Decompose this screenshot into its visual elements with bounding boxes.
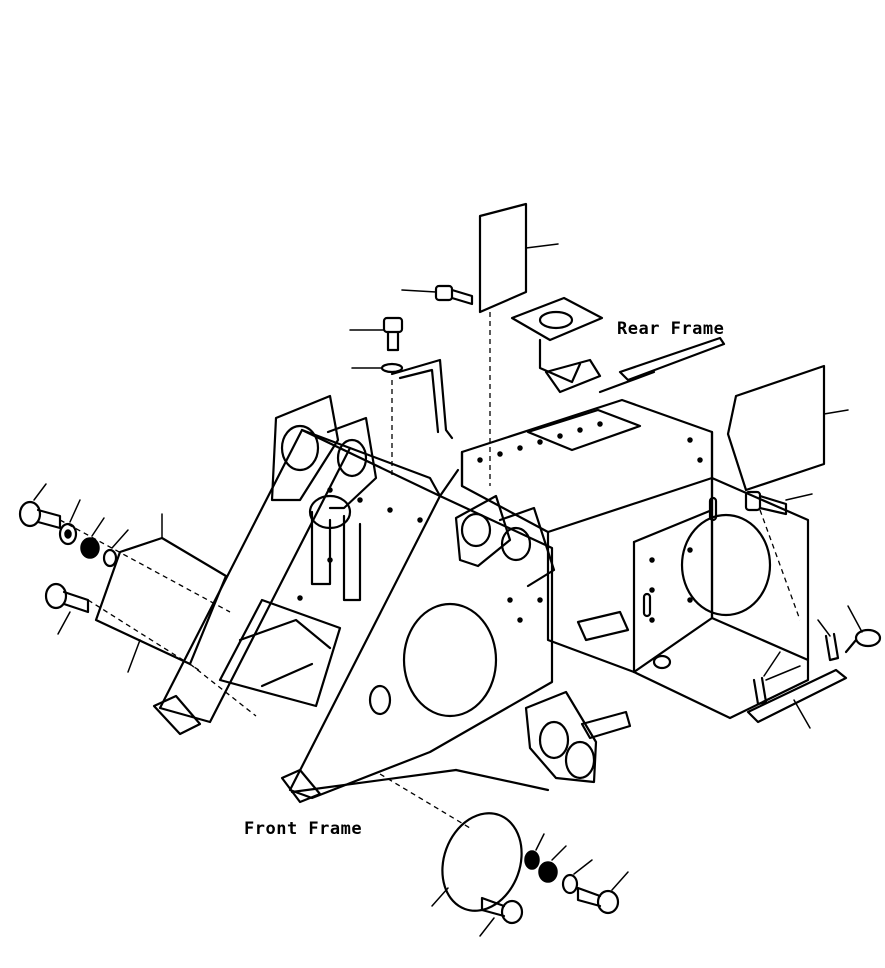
left-exploded-parts bbox=[18, 483, 257, 717]
right-exploded-parts bbox=[746, 605, 882, 729]
front-frame bbox=[152, 394, 672, 804]
rear-frame bbox=[349, 202, 849, 720]
rear-frame-label: Rear Frame bbox=[617, 319, 725, 339]
bottom-exploded-parts bbox=[379, 773, 629, 937]
front-frame-label: Front Frame bbox=[244, 819, 363, 839]
assembly-lines bbox=[59, 312, 801, 673]
